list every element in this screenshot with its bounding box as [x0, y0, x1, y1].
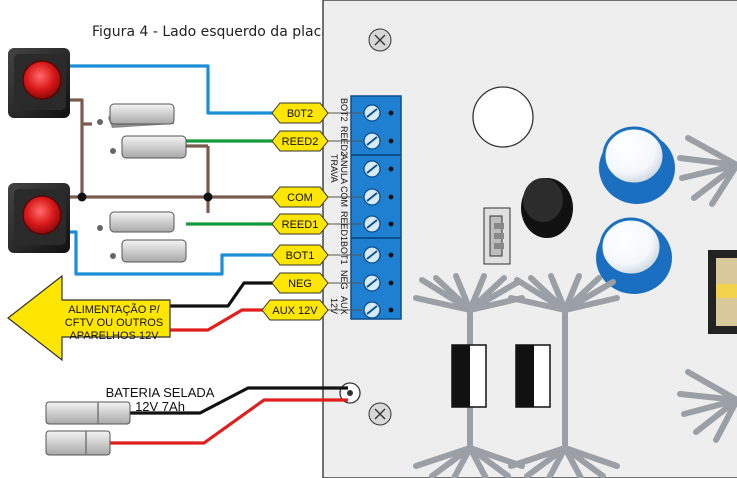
- terminal-label-trava: TRAVA: [329, 154, 339, 183]
- terminal-hole: [388, 221, 394, 227]
- wire-com: [66, 98, 300, 213]
- terminal-screw-slot: [366, 192, 378, 202]
- power-output-arrow: ALIMENTAÇÃO P/ CFTV OU OUTROS APARELHOS …: [7, 274, 171, 362]
- wire-tag-reed2: REED2: [271, 130, 329, 152]
- wire-tag-bot1: BOT1: [271, 244, 329, 266]
- regulator-component: [483, 207, 511, 265]
- screw-icon: [368, 28, 392, 52]
- wire-tag-neg: NEG: [271, 272, 329, 294]
- terminal-screw-slot: [366, 278, 378, 288]
- relay-component: [708, 250, 737, 334]
- terminal-hole: [388, 280, 394, 286]
- white-disc-component: [472, 86, 534, 148]
- capacitor-icon: [596, 217, 672, 294]
- terminal-hole: [388, 307, 394, 313]
- wire-tag-bot2-label: B0T2: [287, 108, 313, 120]
- heatsink-top-right: [677, 135, 737, 207]
- terminal-screw-slot: [366, 219, 378, 229]
- wire-tag-reed2-label: REED2: [282, 136, 319, 148]
- wires: [66, 64, 362, 445]
- transistor-component: [515, 344, 551, 408]
- terminal-block: [326, 95, 402, 320]
- reed-switch-icon: [97, 103, 175, 128]
- wire-tag-reed1: REED1: [271, 213, 329, 235]
- terminal-screw-slot: [366, 108, 378, 118]
- transistor-component: [451, 344, 487, 408]
- terminal-screws: [363, 104, 394, 319]
- capacitor-icon: [599, 126, 675, 204]
- wire-tag-neg-label: NEG: [288, 278, 312, 290]
- terminal-screw-slot: [366, 250, 378, 260]
- screw-icon: [368, 402, 392, 426]
- junction-dot: [77, 192, 87, 202]
- terminal-screw-slot: [366, 305, 378, 315]
- terminal-label-aux: AUX: [339, 296, 349, 315]
- terminal-label-bot1: BOT1: [339, 241, 349, 265]
- terminal-hole: [388, 138, 394, 144]
- terminal-label-reed1: REED1: [339, 211, 349, 241]
- arrow-text-line2: CFTV OU OUTROS: [65, 317, 163, 329]
- reed-switch-icon: [110, 239, 187, 263]
- reed-switch-icon: [110, 135, 187, 159]
- terminal-screw-slot: [366, 136, 378, 146]
- wire-bot2: [66, 64, 300, 115]
- push-button-top-icon: [8, 48, 70, 118]
- reed-switch-icon: [97, 211, 175, 233]
- terminal-screw-slot: [366, 164, 378, 174]
- black-cylinder-component: [521, 178, 573, 238]
- junction-dot: [203, 192, 213, 202]
- terminal-hole: [388, 252, 394, 258]
- wire-tag-bot1-label: BOT1: [286, 250, 315, 262]
- wire-bot1: [66, 230, 300, 276]
- terminal-hole: [388, 194, 394, 200]
- heatsink-bottom-right: [677, 369, 737, 443]
- terminal-hole: [388, 110, 394, 116]
- wire-tag-reed1-label: REED1: [282, 219, 319, 231]
- wire-battery-negative: [128, 386, 348, 415]
- wire-battery-positive: [108, 398, 348, 445]
- terminal-label-bot2: BOT2: [339, 98, 349, 122]
- wire-tag-com: COM: [271, 186, 329, 208]
- wire-tag-com-label: COM: [287, 192, 313, 204]
- arrow-text-line3: APARELHOS 12V: [69, 330, 159, 342]
- terminal-label-aux-12v: 12V: [329, 298, 339, 314]
- terminal-label-anula: ANULA: [339, 154, 349, 184]
- battery-plug-icon: [45, 401, 131, 425]
- push-button-bottom-icon: [8, 183, 70, 253]
- heatsink-right: [508, 273, 620, 478]
- figure-caption: Figura 4 - Lado esquerdo da placa: [92, 24, 330, 40]
- battery-label-line1: BATERIA SELADA: [106, 385, 215, 400]
- wire-tag-bot2: B0T2: [271, 102, 329, 124]
- terminal-label-neg: NEG: [339, 270, 349, 290]
- battery-label-line2: 12V 7Ah: [135, 399, 185, 414]
- terminal-hole: [388, 166, 394, 172]
- wire-tag-aux-label: AUX 12V: [272, 305, 318, 317]
- wire-tag-aux: AUX 12V: [261, 299, 329, 321]
- arrow-text-line1: ALIMENTAÇÃO P/: [68, 303, 160, 316]
- battery-plug-icon: [45, 430, 111, 456]
